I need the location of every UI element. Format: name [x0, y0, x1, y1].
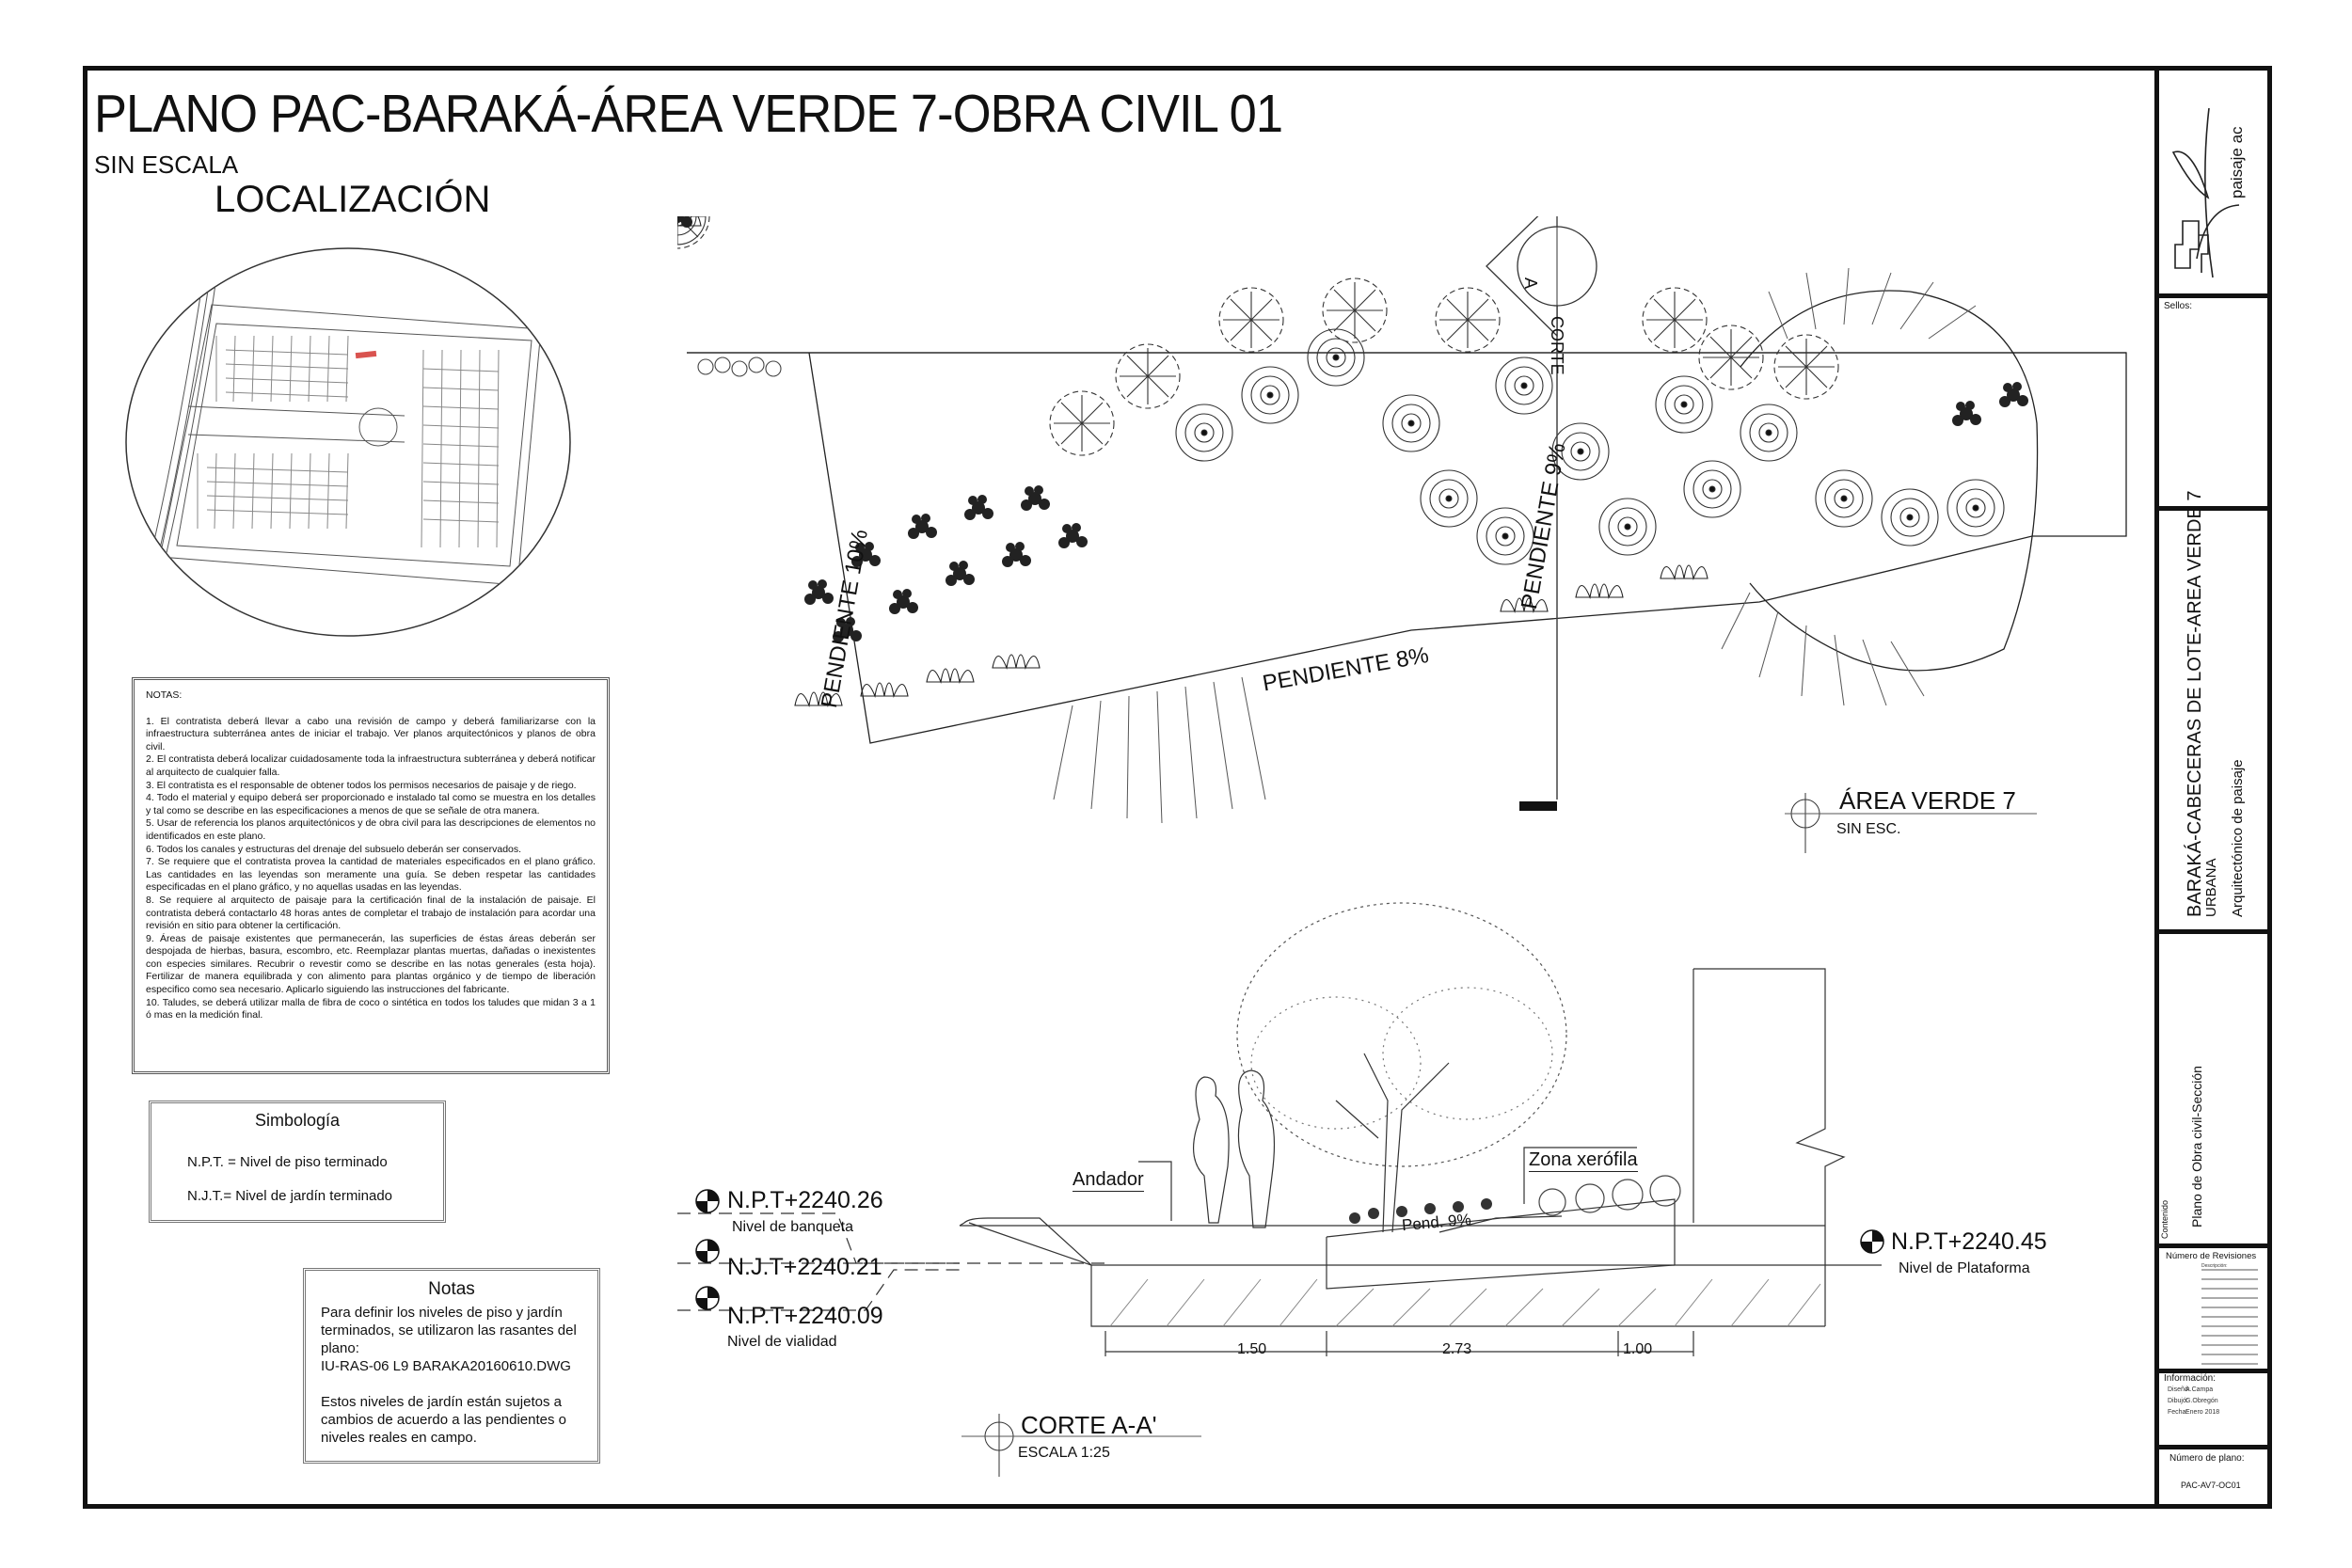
general-notes: NOTAS: 1. El contratista deberá llevar a…	[132, 677, 610, 1074]
xeric-zone-label: Zona xerófila	[1529, 1149, 1638, 1172]
note-item: 4. Todo el material y equipo deberá ser …	[146, 792, 596, 816]
content-label: Contenido	[2160, 1199, 2169, 1239]
section-a-a-drawing	[677, 902, 1882, 1356]
note-item: 6. Todos los canales y estructuras del d…	[146, 843, 522, 855]
location-title: LOCALIZACIÓN	[215, 179, 491, 220]
symbology-line: N.P.T. = Nivel de piso terminado	[187, 1154, 388, 1170]
info-date-key: Fecha:	[2168, 1409, 2188, 1416]
section-bubble	[1486, 216, 1597, 338]
plan-caption-scale: SIN ESC.	[1836, 821, 1901, 837]
section-caption-symbol	[961, 1414, 1201, 1477]
title-block	[2154, 66, 2272, 1509]
note-item: 7. Se requiere que el contratista provea…	[146, 856, 596, 894]
sheet-title: PLANO PAC-BARAKÁ-ÁREA VERDE 7-OBRA CIVIL…	[94, 84, 1283, 144]
level-vialidad-desc: Nivel de vialidad	[727, 1334, 837, 1350]
note-item: 2. El contratista deberá localizar cuida…	[146, 753, 596, 778]
revision-lines	[2201, 1269, 2258, 1365]
note-item: 10. Taludes, se deberá utilizar malla de…	[146, 996, 596, 1022]
info-date-value: Enero 2018	[2185, 1409, 2220, 1416]
level-symbols	[695, 1189, 720, 1310]
project-discipline: Arquitectónico de paisaje	[2230, 759, 2246, 917]
info-label: Información:	[2164, 1373, 2217, 1384]
section-marker-label: CORTE	[1548, 316, 1566, 375]
walkway-label: Andador	[1073, 1169, 1144, 1192]
symbology-line: N.J.T.= Nivel de jardín terminado	[187, 1188, 393, 1204]
sheet-number: PAC-AV7-OC01	[2181, 1481, 2241, 1490]
info-drafter-key: Dibujó:	[2168, 1398, 2188, 1404]
highlighted-lot	[355, 350, 377, 359]
section-caption-scale: ESCALA 1:25	[1018, 1445, 1110, 1461]
level-vialidad-value: N.P.T+2240.09	[727, 1303, 883, 1329]
plan-caption: ÁREA VERDE 7	[1839, 786, 2016, 815]
plan-view-area-verde-7	[677, 216, 2127, 824]
note-item: 1. El contratista deberá llevar a cabo u…	[146, 715, 596, 752]
info-drafter-value: G.Obregón	[2185, 1398, 2218, 1404]
content-value: Plano de Obra civil-Sección	[2189, 1066, 2204, 1227]
level-jardin-value: N.J.T+2240.21	[727, 1254, 882, 1280]
notas-file-ref: IU-RAS-06 L9 BARAKA20160610.DWG	[321, 1358, 571, 1374]
project-title: BARAKÁ-CABECERAS DE LOTE-AREA VERDE 7	[2185, 490, 2205, 917]
note-item: 8. Se requiere al arquitecto de paisaje …	[146, 894, 596, 932]
symbology-heading: Simbología	[254, 1111, 341, 1130]
title-block-divider	[2154, 1243, 2272, 1248]
plan-caption-symbol	[1785, 793, 2037, 853]
section-cut-marker	[1519, 801, 1557, 811]
info-designer-value: A.Campa	[2185, 1386, 2214, 1393]
dimension-3: 1.00	[1623, 1341, 1653, 1357]
note-item: 3. El contratista es el responsable de o…	[146, 779, 577, 791]
drawing-frame	[83, 66, 2272, 1509]
paisaje-ac-logo-icon	[2171, 107, 2240, 278]
sheet-number-label: Número de plano:	[2169, 1453, 2245, 1464]
title-block-divider	[2154, 929, 2272, 934]
revisions-description-label: Descripción:	[2201, 1263, 2228, 1269]
notes-heading: NOTAS:	[146, 689, 183, 701]
dimension-2: 2.73	[1442, 1341, 1472, 1357]
level-banqueta-value: N.P.T+2240.26	[727, 1187, 883, 1213]
note-item: 9. Áreas de paisaje existentes que perma…	[146, 932, 596, 996]
dimension-1: 1.50	[1237, 1341, 1267, 1357]
location-map	[125, 247, 571, 637]
title-block-divider	[2154, 1445, 2272, 1449]
levels-notes-box: Notas Para definir los niveles de piso y…	[303, 1268, 600, 1464]
level-banqueta-desc: Nivel de banqueta	[732, 1219, 853, 1235]
symbology-box: Simbología N.P.T. = Nivel de piso termin…	[149, 1101, 446, 1223]
title-block-divider	[2154, 1369, 2272, 1373]
title-block-divider	[2154, 506, 2272, 511]
section-caption: CORTE A-A'	[1021, 1411, 1157, 1439]
level-plataforma-desc: Nivel de Plataforma	[1899, 1260, 2030, 1276]
project-subtitle: URBANA	[2203, 858, 2219, 917]
notas-paragraph: Estos niveles de jardín están sujetos a …	[321, 1394, 567, 1446]
title-block-divider	[2154, 293, 2272, 298]
level-symbol	[1860, 1229, 1884, 1254]
section-marker-letter: A	[1521, 277, 1540, 290]
scale-note: SIN ESCALA	[94, 150, 239, 179]
stamps-label: Sellos:	[2164, 301, 2193, 311]
revisions-label: Número de Revisiones	[2166, 1251, 2257, 1261]
info-designer-key: Diseñó:	[2168, 1386, 2190, 1393]
notas-paragraph: Para definir los niveles de piso y jardí…	[321, 1305, 577, 1356]
note-item: 5. Usar de referencia los planos arquite…	[146, 817, 596, 842]
notas-heading: Notas	[428, 1279, 475, 1299]
level-plataforma-value: N.P.T+2240.45	[1891, 1228, 2047, 1255]
logo-text: paisaje ac	[2228, 126, 2246, 198]
